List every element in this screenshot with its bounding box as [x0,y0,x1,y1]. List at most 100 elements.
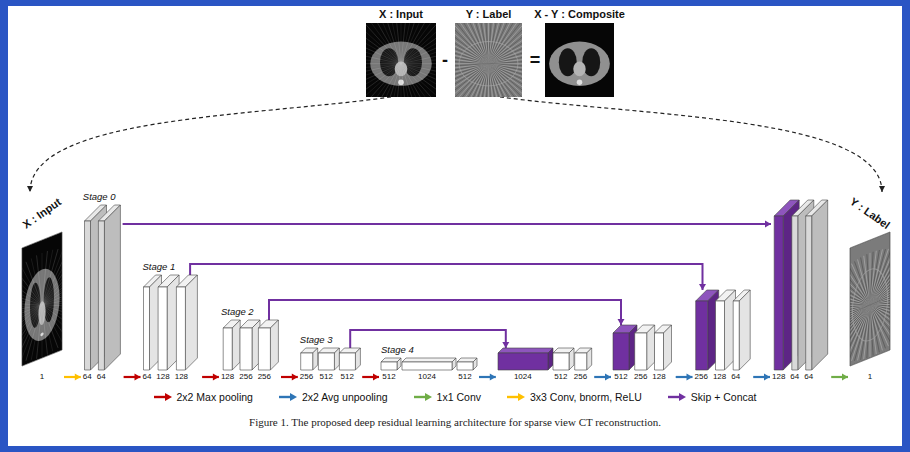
legend-arrow-head [679,393,686,401]
artifact-streak [366,54,436,73]
connector-line [123,223,771,225]
channel-count: 128 [221,373,234,381]
legend-arrow-head [518,393,525,401]
layer-slab [783,200,799,370]
legend-text: 3x3 Conv, bnorm, ReLU [530,392,642,403]
layer-stack: 512256128 [613,325,674,384]
image-title: X : Input [379,9,423,20]
channel-count: 256 [258,373,271,381]
layer-slab [575,353,587,370]
layer-slab [635,333,647,370]
connector [123,221,771,228]
ct-image [366,23,436,97]
connector [594,374,611,381]
channel-count: 64 [83,373,92,381]
spine [577,79,583,85]
channel-count: 128 [175,373,188,381]
ct-image [8,219,94,379]
channel-count: 512 [458,373,471,381]
layer-stack-drawing [381,358,477,370]
arrow-head [699,284,706,290]
ct-image-input: X : Input1 [22,192,62,386]
stage-label: Stage 0 [83,192,116,202]
layer-stack: 5121024512Stage 4 [381,358,477,384]
image-thumbnail: X - Y : Composite [545,23,614,97]
rotated-label: X : Input [21,196,63,230]
layer-slab [548,348,553,370]
ct-image [22,232,62,366]
connector-line [190,264,702,290]
artifact-streak [455,23,522,97]
layer-slab [553,353,569,370]
layer-slab [270,320,278,370]
ct-image-output: Y : Label1 [850,192,890,386]
connector [124,374,141,381]
artifact-streak [455,23,522,97]
channel-count: 1024 [418,373,436,381]
channel-count: 64 [97,373,106,381]
layer-stack: 64128128Stage 1 [142,275,200,384]
body [549,42,610,86]
layer-slab [647,325,655,370]
legend-arrow-line [414,396,426,398]
artifact-streak [455,53,522,74]
legend-arrow-line [668,396,680,398]
artifact-streak [455,23,522,97]
connector [27,97,391,192]
layer-slab [334,348,339,370]
legend-arrow [668,392,686,402]
layer-slab [498,353,548,370]
layer-slab [798,200,814,370]
layer-stack-drawing [221,320,279,370]
ct-image [22,232,62,366]
arrow-head [213,374,219,381]
legend-arrow-head [425,393,432,401]
channel-count: 1 [868,373,872,381]
legend-item: 1x1 Conv [414,392,481,403]
artifact-streak [22,274,62,336]
layer-slab [397,358,401,370]
layer-slab [186,275,198,370]
channel-count: 64 [731,373,740,381]
artifact-streak [366,23,436,97]
channel-count: 128 [772,373,785,381]
arrow-head [618,319,625,325]
layer-stack: 1024512256 [498,348,592,384]
channel-count: 256 [300,373,313,381]
operator-sign: - [442,51,448,69]
heart [573,61,585,76]
channel-count: 512 [319,373,332,381]
layer-slab [301,353,313,370]
connector [362,374,379,381]
artifact-streak [455,23,522,97]
arrow-head [879,186,885,192]
layer-stack: 128256256Stage 2 [221,320,279,384]
arrow-head [135,374,141,381]
ct-background [22,232,62,366]
connector [500,97,885,192]
legend-item: 2x2 Max pooling [154,392,253,403]
connector-line [350,330,506,348]
stage-label: Stage 1 [142,262,175,272]
channel-count: 128 [713,373,726,381]
layer-slab [664,325,672,370]
legend-arrow-head [165,393,172,401]
artifact-streak [850,278,890,332]
legend-arrow-head [290,393,297,401]
arrow-head [27,186,33,192]
layer-slab [84,221,90,370]
ct-image [818,219,902,379]
artifact-streak [366,23,436,97]
layer-slab [569,348,574,370]
stage-label: Stage 4 [381,345,414,355]
layer-slab [733,301,739,370]
layer-slab [792,216,798,370]
ct-image [850,232,890,366]
layer-stack: 25612864 [695,290,752,384]
channel-count: 64 [790,373,799,381]
layer-slab [240,328,252,370]
arrow-head [605,374,611,381]
layer-slab [355,348,360,370]
arrow-head [842,374,848,381]
legend-arrow [507,392,525,402]
